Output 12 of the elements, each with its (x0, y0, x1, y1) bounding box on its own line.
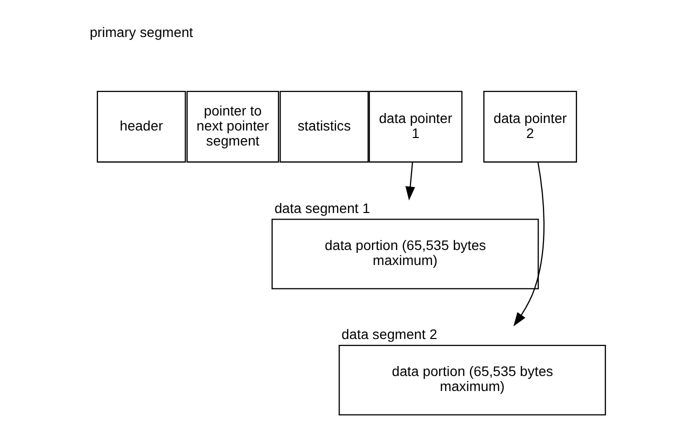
node-box: pointer to next pointer segment (186, 90, 280, 163)
node-box: data pointer 1 (368, 90, 462, 163)
arrow (513, 162, 545, 326)
node-label: data segment 2 (342, 326, 438, 342)
label: primary segment (90, 24, 194, 40)
node-label: data segment 1 (274, 200, 370, 216)
node-box: header (96, 90, 186, 163)
node-box: data portion (65,535 bytes maximum) (272, 218, 539, 290)
node-box: statistics (280, 90, 369, 163)
node-box: data portion (65,535 bytes maximum) (338, 344, 606, 416)
node-box: data pointer 2 (483, 90, 578, 163)
arrow (405, 162, 416, 200)
